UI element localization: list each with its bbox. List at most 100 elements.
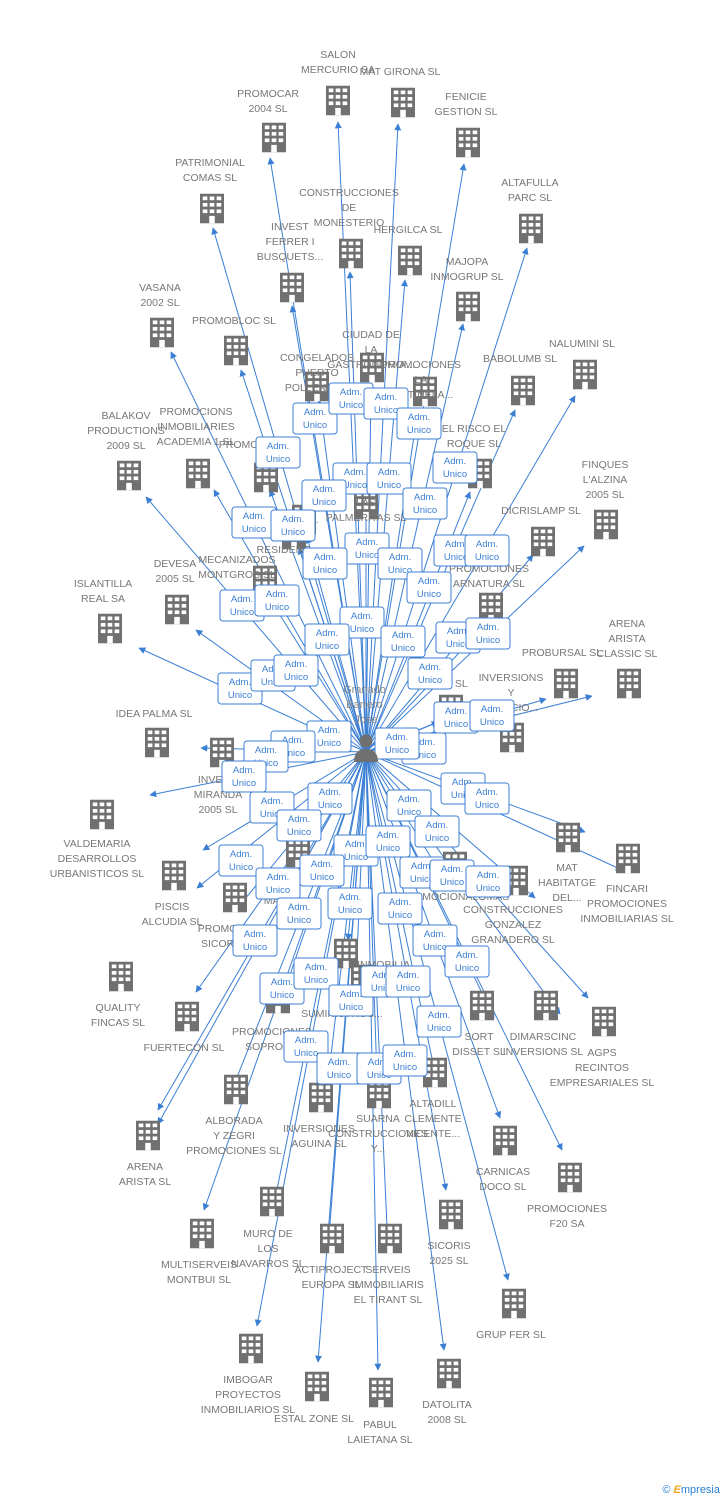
edge-label-line: Unico: [303, 420, 327, 431]
adm-unico-label: Adm.Unico: [377, 892, 423, 925]
company-node[interactable]: NALUMINI SL: [549, 338, 615, 390]
company-name-line: IDEA PALMA SL: [116, 708, 193, 720]
edge-label-box: [377, 547, 423, 580]
adm-unico-label: Adm.Unico: [380, 625, 426, 658]
company-node[interactable]: GRUP FER SL: [476, 1288, 546, 1341]
company-node[interactable]: BABOLUMB SL: [483, 353, 557, 406]
adm-unico-label: Adm.Unico: [377, 547, 423, 580]
edge-label-text: Adm.Unico: [229, 849, 253, 873]
adm-unico-label: Adm.Unico: [464, 534, 510, 567]
company-name-line: CARNICAS: [476, 1166, 530, 1178]
edge-label-text: Adm.Unico: [339, 989, 363, 1013]
building-icon: [391, 87, 415, 118]
edge-label-line: Unico: [476, 635, 500, 646]
company-node[interactable]: HERGILCA SL: [374, 224, 443, 276]
edge-label-box: [406, 571, 452, 604]
company-name-line: FERRER I: [265, 236, 314, 248]
company-node[interactable]: IDEA PALMA SL: [116, 708, 193, 758]
company-name-line: URBANISTICOS SL: [50, 868, 145, 880]
footer-brand[interactable]: © Empresia: [662, 1484, 720, 1496]
edge-label-line: Adm.: [340, 387, 362, 398]
company-node[interactable]: PROMO...: [219, 439, 278, 493]
company-name-line: CLASSIC SL: [597, 648, 658, 660]
company-name: MAT GIRONA SL: [360, 66, 441, 78]
adm-unico-label: Adm.Unico: [432, 451, 478, 484]
edge-label-line: Unico: [287, 915, 311, 926]
building-icon: [262, 122, 286, 153]
edge-label-line: Unico: [355, 550, 379, 561]
person-node[interactable]: Granado Barrero Jose: [343, 684, 389, 762]
company-node[interactable]: MAT GIRONA SL: [360, 66, 441, 118]
company-name-line: VASANA: [139, 282, 181, 294]
company-node[interactable]: PROMOBLOC SL: [192, 315, 276, 366]
edge-label-line: Unico: [385, 745, 409, 756]
building-icon: [223, 882, 247, 913]
building-icon: [594, 509, 618, 540]
edge-label-line: Adm.: [344, 467, 366, 478]
company-node[interactable]: FUERTECON SL: [144, 1001, 225, 1054]
adm-unico-label: Adm.Unico: [259, 972, 305, 1005]
company-name-line: ARISTA: [608, 633, 645, 645]
edge-label-line: Unico: [451, 790, 475, 801]
adm-unico-label: Adm.Unico: [414, 815, 460, 848]
adm-unico-label: Adm.Unico: [406, 571, 452, 604]
company-node[interactable]: PROBURSAL SL: [522, 647, 602, 699]
company-name-line: SUARNA: [356, 1113, 400, 1125]
company-node[interactable]: DICRISLAMP SL: [501, 505, 581, 557]
company-name-line: MONTBUI SL: [167, 1274, 231, 1286]
company-node[interactable]: ESTAL ZONE SL: [274, 1371, 354, 1425]
edge-label-line: Adm.: [411, 861, 433, 872]
company-name-line: CONSTRUCCIONES: [328, 1128, 428, 1140]
edge-label-line: Adm.: [477, 622, 499, 633]
